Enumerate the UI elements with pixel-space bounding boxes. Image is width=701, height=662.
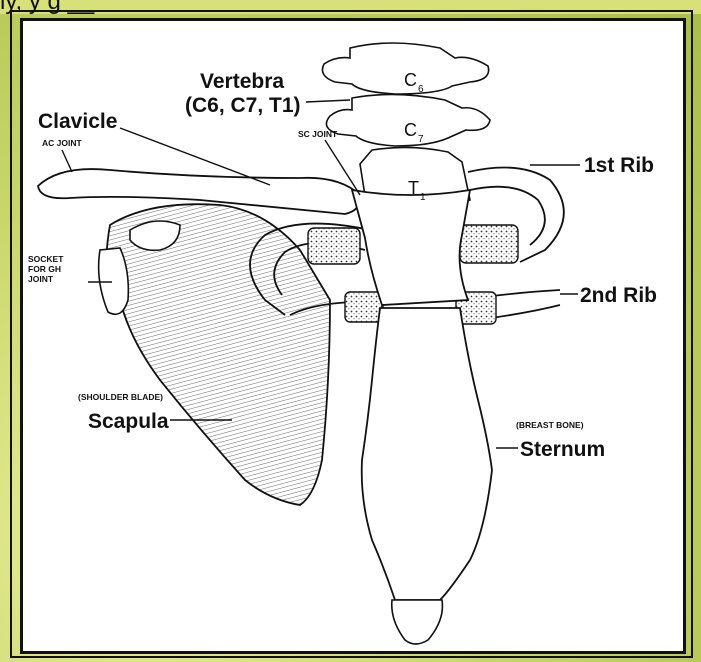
leader-vertebra <box>306 100 350 102</box>
label-sc-joint: SC JOINT <box>298 129 338 139</box>
glenoid-socket <box>99 248 129 314</box>
label-vertebra: Vertebra <box>200 70 284 93</box>
label-socket-3: JOINT <box>28 274 54 284</box>
label-scapula: Scapula <box>88 410 169 433</box>
cartilage-1-right <box>460 225 518 263</box>
label-shoulder-blade: (SHOULDER BLADE) <box>78 392 163 402</box>
xiphoid <box>392 600 443 644</box>
mark-c6: C <box>404 70 417 90</box>
manubrium <box>352 190 470 305</box>
mark-c6-sub: 6 <box>418 84 424 95</box>
scapula <box>107 204 330 505</box>
label-socket-2: FOR GH <box>28 264 61 274</box>
label-ac-joint: AC JOINT <box>42 138 82 148</box>
label-second-rib: 2nd Rib <box>580 284 657 307</box>
label-socket-1: SOCKET <box>28 254 64 264</box>
label-vertebra-levels: (C6, C7, T1) <box>185 94 301 117</box>
mark-c7-sub: 7 <box>418 134 424 145</box>
cartilage-1-left <box>308 228 360 264</box>
label-first-rib: 1st Rib <box>584 154 654 177</box>
label-breast-bone: (BREAST BONE) <box>516 420 584 430</box>
label-clavicle: Clavicle <box>38 110 117 133</box>
mark-t1: T <box>408 178 419 198</box>
cartilage-2-left <box>345 292 383 322</box>
sternum-body <box>362 308 492 600</box>
mark-c7: C <box>404 120 417 140</box>
leader-ac-joint <box>62 150 72 172</box>
label-sternum: Sternum <box>520 438 605 461</box>
mark-t1-sub: 1 <box>420 192 426 203</box>
